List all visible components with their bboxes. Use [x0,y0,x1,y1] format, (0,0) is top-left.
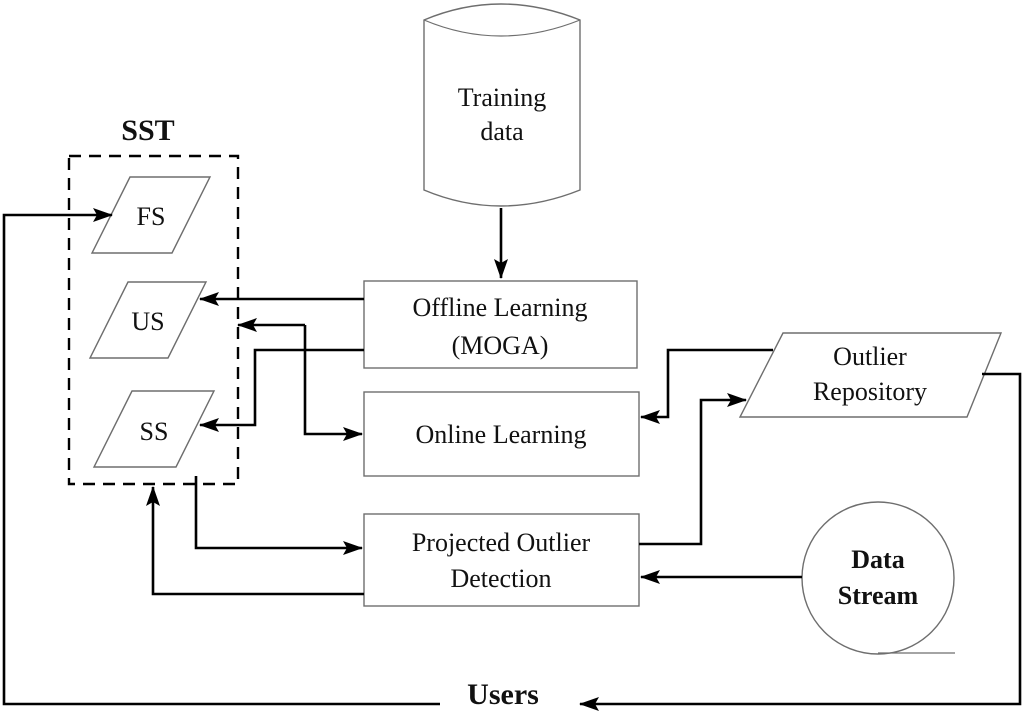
fs-label: FS [137,202,166,231]
offline-learning-box [363,280,638,369]
training-data-cylinder-rim [423,19,581,37]
training-data-label-line1: Training [458,83,547,112]
projected-outlier-detection-box [363,513,640,607]
edge-sst-to-online [303,325,363,441]
data-stream-label-line1: Data [851,545,904,574]
projected-outlier-detection-label-line1: Projected Outlier [412,528,591,557]
training-data-label-line2: data [480,117,524,146]
projected-outlier-detection-node[interactable]: Projected Outlier Detection [363,513,640,607]
sst-group: SST [67,114,240,486]
online-learning-label: Online Learning [415,420,586,449]
offline-learning-node[interactable]: Offline Learning (MOGA) [363,280,638,369]
users-label[interactable]: Users [467,678,539,711]
sst-dashed-border [67,154,240,486]
training-data-cylinder [423,3,581,207]
edge-offline-to-ss [199,348,364,432]
offline-learning-label-line2: (MOGA) [452,331,549,360]
data-stream-label-line2: Stream [838,581,919,610]
online-learning-box [363,391,640,477]
ss-label: SS [140,417,169,446]
edge-projected-to-ss [146,486,364,596]
outlier-repository-label-line2: Repository [813,377,927,406]
us-parallelogram [88,281,208,359]
data-stream-node[interactable]: Data Stream [801,501,955,655]
edge-sst-to-projected [194,476,363,555]
ss-node[interactable]: SS [92,390,216,468]
ss-parallelogram [92,390,216,468]
sst-title: SST [121,114,174,147]
us-label: US [131,307,164,336]
edge-users-to-fs [2,208,440,706]
outlier-repository-node[interactable]: Outlier Repository [738,332,1003,418]
outlier-repository-parallelogram [738,332,1003,418]
outlier-repository-label-line1: Outlier [833,342,907,371]
fs-node[interactable]: FS [90,176,212,254]
us-node[interactable]: US [88,281,208,359]
online-learning-node[interactable]: Online Learning [363,391,640,477]
edge-repository-to-online [640,348,773,424]
fs-parallelogram [90,176,212,254]
projected-outlier-detection-label-line2: Detection [450,564,551,593]
training-data-node[interactable]: Training data [423,3,581,207]
edge-projected-to-repository [639,393,747,546]
data-stream-circle [801,501,955,655]
edge-repository-to-users [579,372,1022,711]
offline-learning-label-line1: Offline Learning [413,293,588,322]
